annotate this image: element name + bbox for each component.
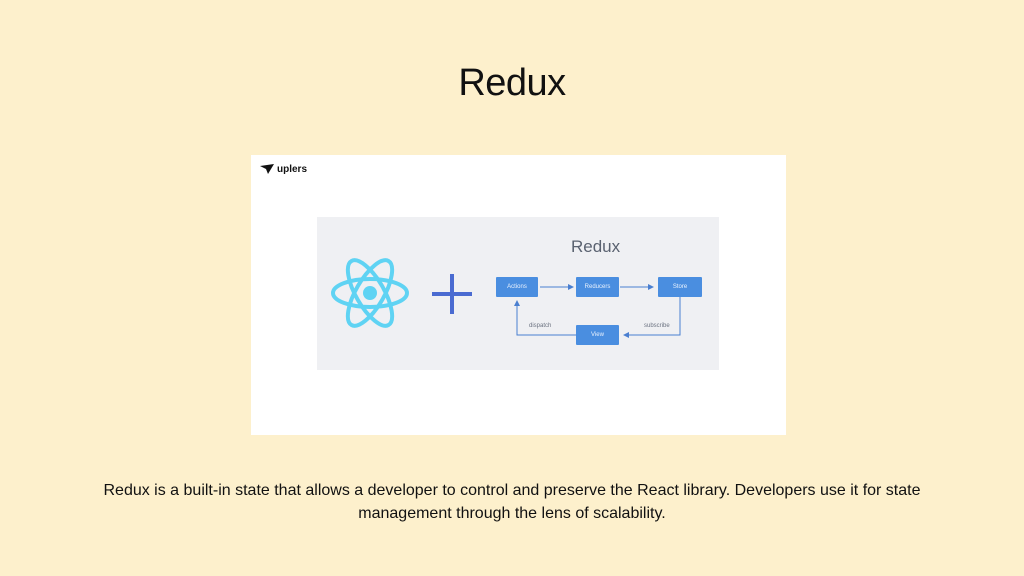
edge-label-subscribe: subscribe bbox=[644, 323, 670, 329]
node-actions: Actions bbox=[496, 277, 538, 297]
uplers-logo-icon bbox=[260, 164, 274, 174]
plus-icon bbox=[432, 274, 472, 314]
node-reducers: Reducers bbox=[576, 277, 619, 297]
edge-label-dispatch: dispatch bbox=[529, 323, 552, 329]
flow-arrows bbox=[514, 284, 681, 338]
logo-text: uplers bbox=[277, 163, 308, 175]
diagram-title: Redux bbox=[571, 237, 621, 256]
node-store: Store bbox=[658, 277, 702, 297]
react-atom-icon bbox=[331, 258, 409, 328]
slide-caption: Redux is a built-in state that allows a … bbox=[103, 482, 921, 522]
diagram-panel: Redux Actions Reducers Store View dispat… bbox=[317, 217, 719, 370]
arrow-store-view bbox=[623, 297, 681, 338]
node-view: View bbox=[576, 325, 619, 345]
redux-figure: uplers Redux bbox=[251, 155, 786, 435]
slide-title: Redux bbox=[458, 62, 566, 104]
uplers-logo: uplers bbox=[259, 163, 307, 175]
arrow-view-actions bbox=[514, 300, 576, 336]
